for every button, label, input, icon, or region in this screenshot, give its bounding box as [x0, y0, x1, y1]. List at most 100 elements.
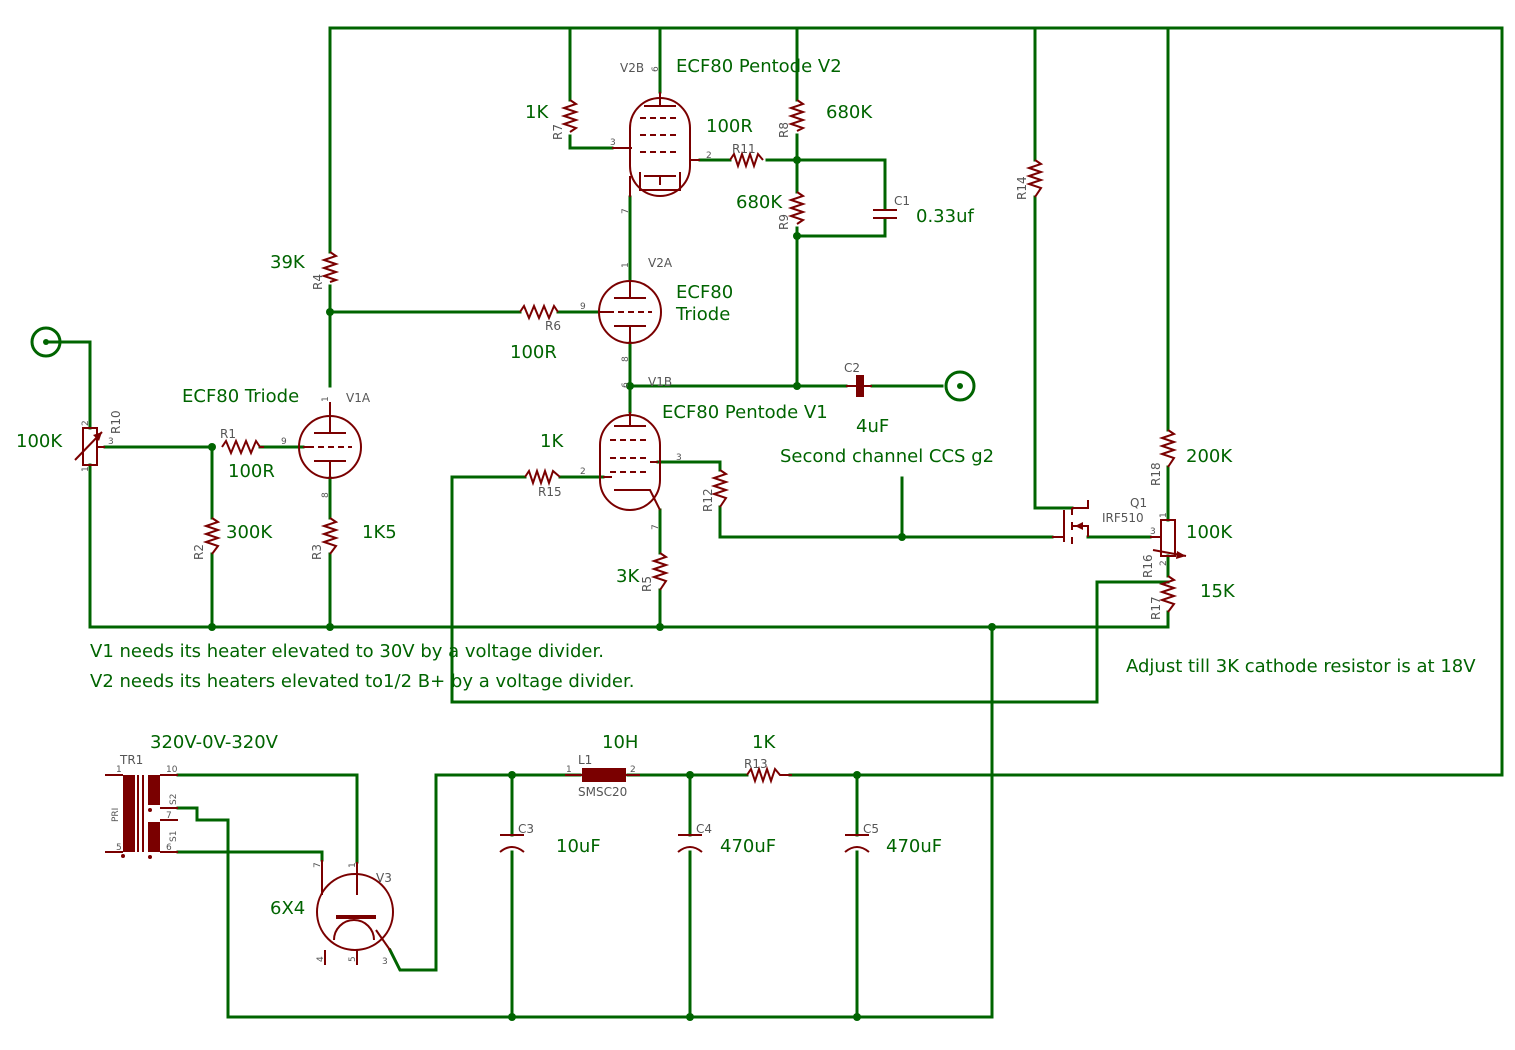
input-jack	[30, 326, 62, 358]
resistor-r18	[1158, 429, 1178, 468]
pin: 3	[1150, 527, 1156, 537]
c5-name: C5	[863, 822, 879, 836]
tr1-value: 320V-0V-320V	[150, 732, 279, 753]
r5-value: 3K	[616, 566, 640, 587]
resistor-r11	[729, 150, 764, 170]
r8-name: R8	[777, 122, 791, 138]
inductor-l1	[565, 768, 640, 782]
r9-value: 680K	[736, 192, 783, 213]
potentiometer-r16	[1150, 519, 1187, 559]
pin: 5	[116, 843, 122, 853]
v1a-name: V1A	[346, 391, 371, 405]
resistor-r4	[320, 251, 340, 283]
v2b-label: ECF80 Pentode V2	[676, 56, 842, 77]
r15-name: R15	[538, 485, 562, 499]
tr1-name: TR1	[119, 753, 143, 767]
capacitor-c3	[499, 834, 525, 853]
pin: 9	[580, 302, 586, 312]
pin-numbers: 3 2 9 9 2 3 3 3 1 2 1 5 10 7 6 3 6 7 1 8…	[81, 66, 1169, 967]
c1-name: C1	[894, 194, 910, 208]
s2-label: S2	[169, 794, 179, 805]
tube-v3-rectifier	[316, 860, 394, 965]
r7-value: 1K	[525, 102, 549, 123]
r2-name: R2	[192, 544, 206, 560]
v3-value: 6X4	[270, 898, 305, 919]
resistor-r3	[320, 517, 340, 555]
r13-value: 1K	[752, 732, 776, 753]
pin: 5	[348, 956, 358, 962]
r3-name: R3	[310, 544, 324, 560]
pin: 7	[621, 208, 631, 214]
r4-name: R4	[311, 274, 325, 290]
pin: 2	[1159, 560, 1169, 566]
resistor-r8	[787, 99, 807, 132]
resistor-r15	[524, 467, 561, 487]
pin: 2	[706, 151, 712, 161]
r15-value: 1K	[540, 431, 564, 452]
r18-value: 200K	[1186, 446, 1233, 467]
ccs-note: Second channel CCS g2	[780, 446, 994, 467]
output-jack	[944, 370, 976, 402]
c4-value: 470uF	[720, 836, 776, 857]
r11-value: 100R	[706, 116, 753, 137]
c4-name: C4	[696, 822, 712, 836]
pin: 7	[313, 862, 323, 868]
value-labels: ECF80 Pentode V2 1K 100R 680K 680K 0.33u…	[16, 56, 1476, 919]
resistor-r1	[221, 438, 264, 456]
tube-v2b-pentode	[612, 92, 700, 197]
transformer-tr1	[105, 774, 178, 859]
resistor-r17	[1158, 575, 1178, 613]
c1-value: 0.33uf	[916, 206, 974, 227]
heater-note-2: V2 needs its heaters elevated to1/2 B+ b…	[90, 671, 634, 692]
resistor-r6	[519, 303, 559, 321]
junctions	[208, 156, 996, 1021]
resistor-r13	[746, 765, 792, 785]
pri-label: PRI	[111, 808, 121, 822]
r3-value: 1K5	[362, 522, 397, 543]
pin: 7	[651, 524, 661, 530]
pin: 1	[348, 862, 358, 868]
resistor-r14	[1025, 159, 1045, 198]
r16-name: R16	[1141, 554, 1155, 578]
r8-value: 680K	[826, 102, 873, 123]
v1b-label: ECF80 Pentode V1	[662, 402, 828, 423]
resistor-r5	[650, 552, 670, 591]
l1-name: L1	[578, 753, 592, 767]
designators: V2B R11 C1 V2A R6 C2 V1B V1A R1 R15 Q1 I…	[109, 61, 1163, 885]
r10-name: R10	[109, 410, 123, 434]
q1-name: Q1	[1130, 496, 1147, 510]
r17-name: R17	[1149, 596, 1163, 620]
r1-name: R1	[220, 427, 236, 441]
wires	[44, 26, 1504, 1019]
r5-name: R5	[640, 576, 654, 592]
heater-note-1: V1 needs its heater elevated to 30V by a…	[90, 641, 604, 662]
v1b-name: V1B	[648, 375, 672, 389]
l1-value: 10H	[602, 732, 638, 753]
r1-value: 100R	[228, 461, 275, 482]
pin: 1	[566, 765, 572, 775]
r6-value: 100R	[510, 342, 557, 363]
pin: 6	[166, 843, 172, 853]
adjust-note: Adjust till 3K cathode resistor is at 18…	[1126, 656, 1476, 677]
tube-v1b-pentode	[599, 412, 661, 511]
resistor-r9	[787, 191, 807, 225]
r18-name: R18	[1149, 462, 1163, 486]
resistor-r12	[710, 469, 730, 508]
r14-name: R14	[1015, 176, 1029, 200]
mosfet-q1	[1052, 500, 1089, 544]
c2-name: C2	[844, 361, 860, 375]
pin: 3	[676, 453, 682, 463]
r10-value: 100K	[16, 431, 63, 452]
v2a-name: V2A	[648, 256, 673, 270]
pin: 1	[1159, 512, 1169, 518]
capacitor-c5	[844, 834, 870, 853]
pin: 10	[166, 765, 178, 775]
pin: 2	[81, 420, 91, 426]
pin: 6	[621, 382, 631, 388]
capacitors	[499, 209, 897, 853]
pin: 3	[108, 437, 114, 447]
r16-value: 100K	[1186, 522, 1233, 543]
potentiometer-r10	[74, 427, 105, 466]
capacitor-c2	[846, 375, 872, 397]
